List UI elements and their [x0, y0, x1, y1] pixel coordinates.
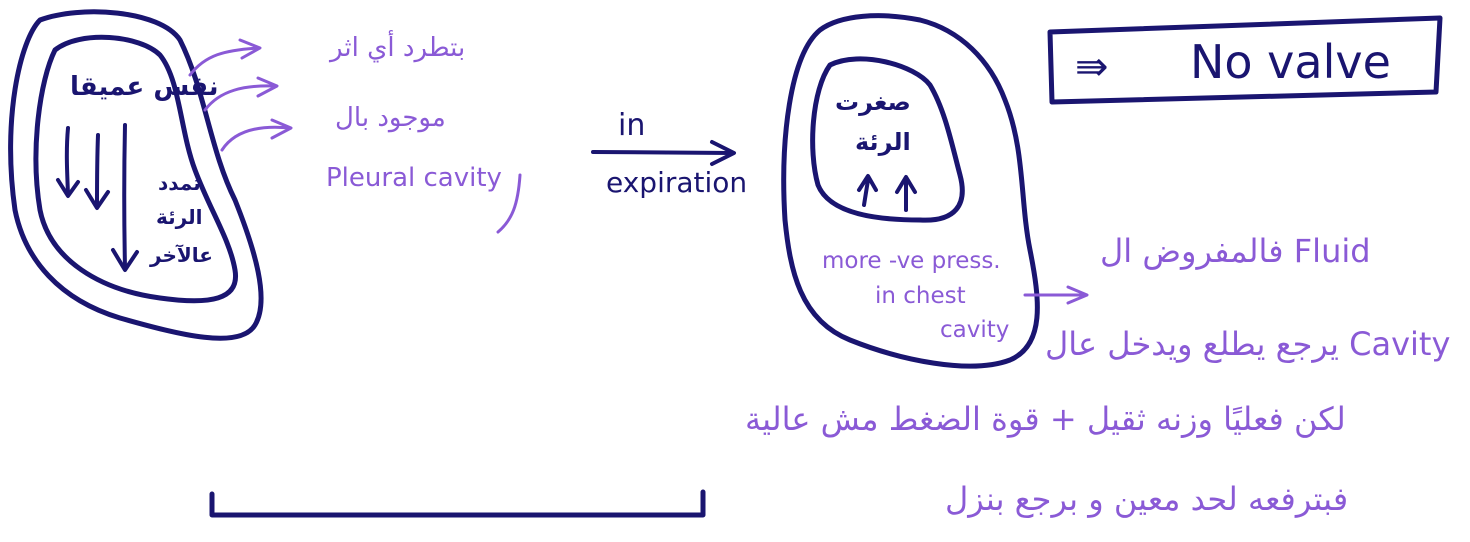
right-outer-note-2: in chest — [875, 283, 966, 309]
left-note-2: موجود بال — [335, 103, 446, 133]
right-note-1: فالمفروض ال Fluid — [1100, 232, 1371, 270]
right-outer-note-1: more -ve press. — [822, 248, 1001, 274]
right-note-4: فبترفعه لحد معين و برجع بنزل — [945, 480, 1348, 518]
box-text: No valve — [1190, 35, 1391, 89]
right-pointer-arrow — [1023, 285, 1089, 305]
left-pointer-arrows — [188, 38, 293, 152]
down-arrows — [56, 123, 139, 272]
left-outer-pleura — [8, 9, 264, 341]
right-outer-pleura — [781, 13, 1040, 369]
left-lung-outline — [33, 34, 239, 304]
right-note-2: يرجع يطلع ويدخل عال Cavity — [1045, 325, 1450, 363]
left-note-1: بتطرد أي اثر — [328, 29, 465, 63]
up-arrows — [857, 174, 917, 212]
box-symbol: ⇛ — [1075, 44, 1109, 90]
pleural-cavity-underline — [496, 173, 522, 234]
expiration-arrow — [591, 140, 736, 166]
right-lung-outline — [810, 56, 965, 223]
right-note-3: لكن فعليًا وزنه ثقيل + قوة الضغط مش عالي… — [745, 400, 1346, 438]
right-outer-note-3: cavity — [940, 317, 1009, 343]
no-valve-box — [1047, 15, 1443, 105]
bottom-bracket — [209, 489, 706, 518]
right-inner-text-2: الرئة — [855, 128, 911, 156]
left-inner-side-3: عالآخر — [149, 243, 213, 267]
in-label: in — [618, 108, 645, 143]
expiration-label: expiration — [606, 166, 747, 199]
right-inner-text-1: صغرت — [835, 88, 911, 116]
left-inner-side-1: تمدد — [158, 171, 201, 195]
left-note-3: Pleural cavity — [326, 163, 502, 193]
left-inner-top-text: نفس عميقا — [70, 72, 219, 102]
left-inner-side-2: الرئة — [156, 205, 202, 229]
